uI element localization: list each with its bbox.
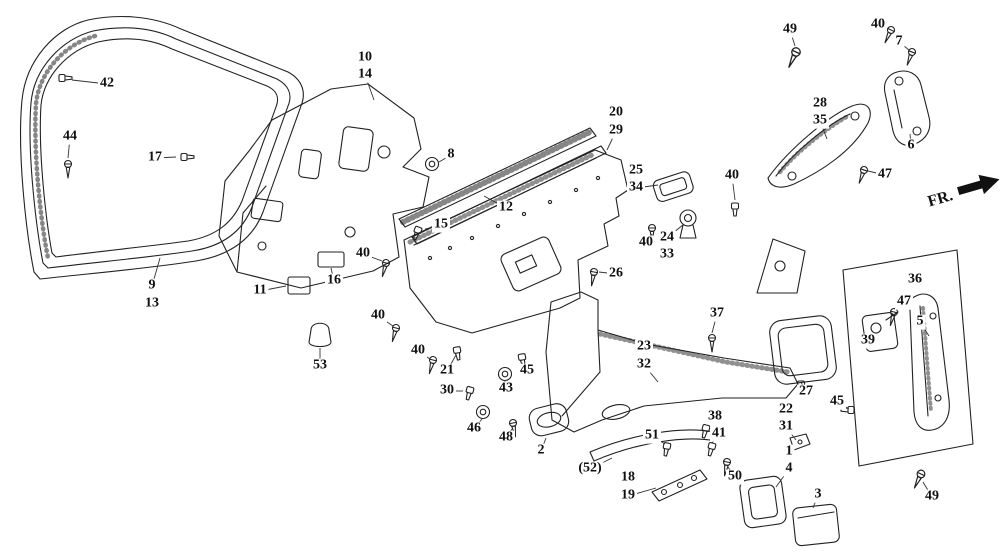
screw-40-f xyxy=(881,24,897,45)
screw-40-b xyxy=(388,323,401,343)
clip-41 xyxy=(705,441,717,458)
leader-line-40 xyxy=(362,253,383,262)
part-bracket-18-19 xyxy=(651,469,708,502)
leader-line-47 xyxy=(893,301,905,310)
leader-line-40 xyxy=(417,350,431,360)
leader-line-2 xyxy=(540,437,547,452)
screw-50 xyxy=(720,457,732,477)
leader-line-41 xyxy=(711,433,720,444)
part-door-inner-panel xyxy=(218,83,430,289)
leader-line-6 xyxy=(909,133,912,147)
leader-line-7 xyxy=(898,41,910,51)
fr-label: FR. xyxy=(926,187,955,210)
clip-17 xyxy=(180,152,195,162)
part-ashtray-assembly xyxy=(739,475,840,547)
cap-53 xyxy=(308,322,332,348)
leader-line-49 xyxy=(922,481,933,498)
grommet-43 xyxy=(497,366,513,382)
plate-16 xyxy=(317,251,345,268)
leader-line-40 xyxy=(877,24,889,30)
part-door-pocket xyxy=(769,315,837,385)
leader-line-29 xyxy=(606,130,617,151)
leader-line-40 xyxy=(731,175,736,201)
leader-line-39 xyxy=(867,332,878,342)
leader-line-38 xyxy=(706,416,716,426)
leader-line-11 xyxy=(259,285,287,292)
leader-line-40 xyxy=(377,315,394,327)
screw-40-c xyxy=(425,355,438,375)
clip-30 xyxy=(463,385,475,402)
leader-line-8 xyxy=(438,154,452,163)
part-lock-knob xyxy=(679,209,697,239)
leader-line-17 xyxy=(154,156,177,159)
leader-line-16 xyxy=(330,267,335,282)
leader-line-48 xyxy=(505,428,513,439)
screw-26 xyxy=(587,267,599,287)
leader-line-45 xyxy=(836,401,850,410)
leader-line-42 xyxy=(71,79,108,85)
leader-line-49 xyxy=(789,29,796,47)
screw-47-b xyxy=(886,307,899,327)
part-door-grip xyxy=(883,70,931,146)
leader-line-21 xyxy=(446,354,457,372)
screw-37 xyxy=(707,333,717,353)
leader-line-34 xyxy=(635,184,659,189)
clip-45-b xyxy=(840,405,855,415)
leader-line-47 xyxy=(867,170,886,176)
leader-line-50 xyxy=(727,466,736,478)
screw-7 xyxy=(903,46,918,67)
screw-49-b xyxy=(910,468,927,491)
fr-arrow: FR. xyxy=(926,174,1000,210)
detail-box xyxy=(842,249,974,467)
screw-40-a xyxy=(378,258,391,278)
screw-49-a xyxy=(784,45,803,70)
part-corner-bracket xyxy=(756,238,806,294)
leader-line-44 xyxy=(67,136,71,159)
plate-11 xyxy=(287,276,311,295)
screw-48 xyxy=(508,418,520,438)
leader-line-32 xyxy=(643,364,659,383)
clip-45-a xyxy=(517,352,528,369)
leader-line-26 xyxy=(598,271,617,275)
clip-42 xyxy=(58,73,73,83)
clip-38 xyxy=(699,423,711,440)
part-switch-bezel xyxy=(652,171,694,202)
part-trim-panel xyxy=(403,149,629,334)
part-inner-molding xyxy=(398,127,607,245)
leader-line-37 xyxy=(711,313,718,334)
grommet-8 xyxy=(424,156,440,172)
part-door-weatherstrip xyxy=(20,15,304,280)
leader-line-46 xyxy=(473,418,483,430)
clip-40-e xyxy=(730,202,740,217)
part-lower-trim xyxy=(545,291,799,433)
part-pull-handle xyxy=(528,403,570,437)
clip-51 xyxy=(661,441,672,458)
grommet-46 xyxy=(475,404,491,420)
screw-47-a xyxy=(855,164,870,185)
screw-44 xyxy=(63,159,73,179)
part-lower-molding xyxy=(589,429,717,462)
leader-line-43 xyxy=(504,380,507,390)
screw-40-d xyxy=(647,223,657,243)
leader-line-9 xyxy=(151,257,161,287)
part-armrest xyxy=(767,103,871,188)
